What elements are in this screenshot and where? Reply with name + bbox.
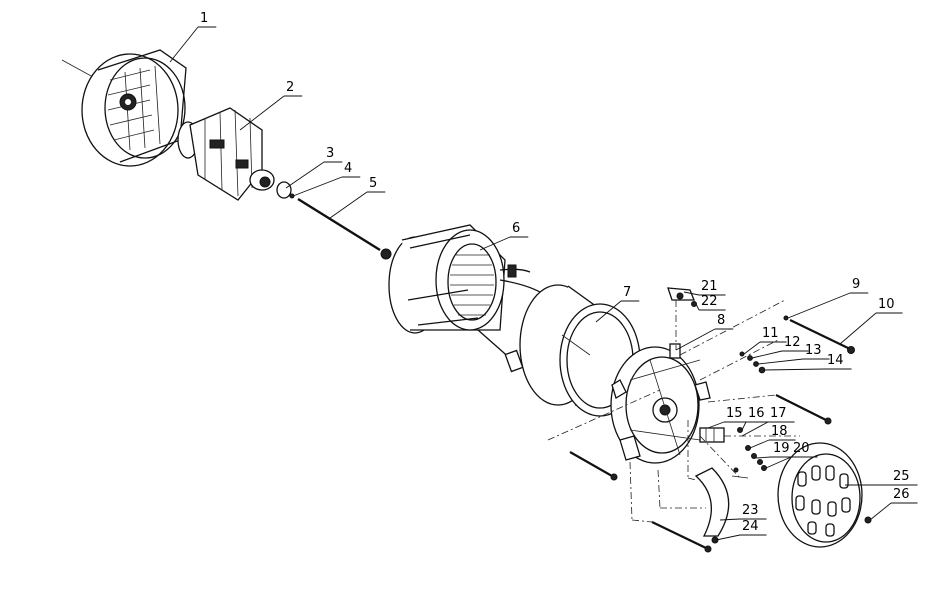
callout-leader-line	[743, 341, 761, 355]
callout-2: 2	[286, 80, 294, 95]
callout-leader-line	[707, 421, 725, 429]
callout-7: 7	[623, 285, 631, 300]
callout-14: 14	[827, 353, 844, 368]
callout-16: 16	[748, 406, 765, 421]
part-11-14-small-fasteners	[739, 351, 766, 374]
callout-leader-line	[695, 303, 700, 311]
callout-leader-line	[869, 502, 892, 521]
callout-labels: 1 2 3 4 5 6 7 8 9 10 11 12 13 14 15 16 1…	[200, 11, 910, 534]
callout-leader-line	[763, 368, 826, 371]
callout-leader-line	[683, 291, 700, 296]
callout-leader-line	[329, 191, 368, 219]
part-23-curved-cover	[694, 467, 730, 537]
callout-leader-line	[741, 421, 769, 437]
callout-leader-line	[749, 439, 770, 449]
callout-12: 12	[784, 335, 801, 350]
callout-19: 19	[773, 441, 790, 456]
part-26-screw	[864, 516, 872, 524]
callout-10: 10	[878, 297, 895, 312]
part-3-washer	[276, 181, 292, 199]
callout-23: 23	[742, 503, 759, 518]
callout-leader-line	[839, 312, 877, 345]
part-25-end-cover	[777, 442, 863, 548]
part-22-screw	[691, 301, 697, 307]
callout-leader-line	[169, 26, 199, 63]
callout-25: 25	[893, 469, 910, 484]
callout-22: 22	[701, 294, 718, 309]
callout-5: 5	[369, 176, 377, 191]
part-1-fan-housing	[61, 49, 187, 167]
callout-leader-line	[787, 292, 851, 319]
callout-3: 3	[326, 146, 334, 161]
callout-leader-line	[765, 456, 792, 469]
callout-8: 8	[717, 313, 725, 328]
callout-17: 17	[770, 406, 787, 421]
callout-20: 20	[793, 441, 810, 456]
callout-13: 13	[805, 343, 822, 358]
callout-11: 11	[762, 326, 779, 341]
callout-leader-line	[675, 328, 716, 351]
assembly-center-lines	[547, 299, 800, 523]
callout-4: 4	[344, 161, 352, 176]
callout-leader-line	[285, 161, 325, 189]
callout-leader-line	[755, 456, 772, 459]
callout-leader-line	[479, 236, 511, 251]
callout-leader-line	[719, 518, 741, 521]
callout-leaders	[169, 26, 918, 541]
callout-21: 21	[701, 279, 718, 294]
callout-leader-line	[292, 176, 343, 197]
callout-leader-line	[741, 421, 747, 431]
callout-leader-line	[239, 95, 285, 131]
callout-26: 26	[893, 487, 910, 502]
part-8-end-bracket	[610, 343, 711, 464]
callout-leader-line	[751, 350, 783, 359]
callout-leader-line	[595, 300, 622, 323]
callout-6: 6	[512, 221, 520, 236]
callout-leader-line	[757, 358, 804, 365]
part-9-washer	[783, 315, 789, 321]
part-6-stator	[388, 224, 550, 373]
part-21-clip	[667, 287, 695, 301]
part-2-rotor	[177, 107, 275, 201]
part-10-long-bolt	[569, 319, 855, 553]
callout-15: 15	[726, 406, 743, 421]
callout-leader-line	[715, 534, 741, 541]
part-5-through-bolt	[297, 197, 392, 260]
callout-24: 24	[742, 519, 759, 534]
callout-1: 1	[200, 11, 208, 26]
callout-9: 9	[852, 277, 860, 292]
callout-18: 18	[771, 424, 788, 439]
